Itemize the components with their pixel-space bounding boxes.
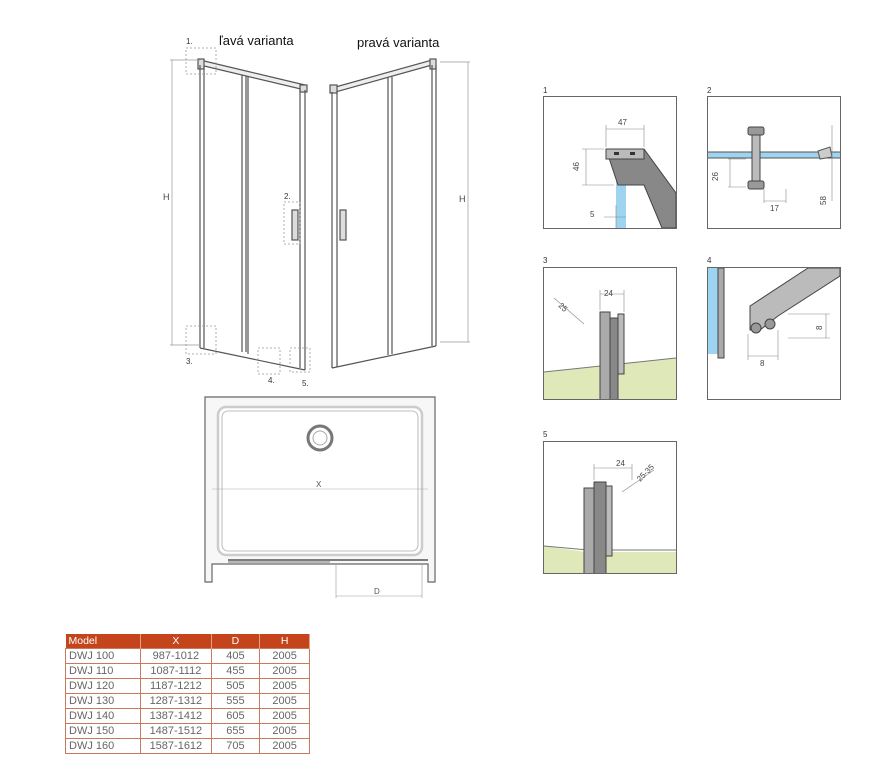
table-cell: DWJ 150 — [64, 723, 142, 739]
table-row: DWJ 140 1387-1412 605 2005 — [64, 708, 310, 724]
depth-label: D — [374, 587, 380, 596]
detail-3-panel: 24 25 — [543, 267, 677, 400]
callout-2: 2. — [284, 192, 291, 201]
table-cell: 405 — [210, 648, 261, 664]
table-cell: 2005 — [259, 738, 310, 754]
table-cell: 2005 — [259, 678, 310, 694]
callout-5: 5. — [302, 379, 309, 388]
height-label-left: H — [163, 192, 170, 202]
table-cell: 2005 — [259, 693, 310, 709]
table-cell: 1487-1512 — [140, 723, 212, 739]
table-row: DWJ 150 1487-1512 655 2005 — [64, 723, 310, 739]
table-cell: DWJ 110 — [64, 663, 142, 679]
table-cell: 1387-1412 — [140, 708, 212, 724]
table-cell: 655 — [210, 723, 261, 739]
dimension-table: Model X D H DWJ 100 987-1012 405 2005 DW… — [64, 634, 310, 754]
table-cell: DWJ 120 — [64, 678, 142, 694]
table-cell: 705 — [210, 738, 261, 754]
detail-5-dim-a: 24 — [616, 459, 625, 468]
table-cell: 505 — [210, 678, 261, 694]
width-label: X — [316, 480, 322, 489]
col-x: X — [140, 634, 212, 649]
table-cell: DWJ 100 — [64, 648, 142, 664]
detail-2-number: 2 — [707, 86, 712, 95]
detail-5-dim-b: 25-35 — [635, 462, 656, 483]
detail-1-dim-c: 5 — [590, 210, 595, 219]
table-cell: 2005 — [259, 723, 310, 739]
table-cell: 2005 — [259, 663, 310, 679]
detail-4-dim-a: 8 — [760, 359, 765, 368]
detail-4-dim-b: 8 — [815, 325, 824, 330]
callout-3: 3. — [186, 357, 193, 366]
detail-4-panel: 8 8 — [707, 267, 841, 400]
detail-5-panel: 24 25-35 — [543, 441, 677, 574]
detail-2-panel: 26 17 58 — [707, 96, 841, 229]
detail-3-number: 3 — [543, 256, 548, 265]
detail-5-number: 5 — [543, 430, 548, 439]
table-cell: 2005 — [259, 648, 310, 664]
detail-1-dim-a: 47 — [618, 118, 627, 127]
table-cell: 1187-1212 — [140, 678, 212, 694]
table-row: DWJ 120 1187-1212 505 2005 — [64, 678, 310, 694]
height-label-right: H — [459, 194, 466, 204]
detail-2-dim-a: 26 — [711, 172, 720, 181]
table-cell: 1087-1112 — [140, 663, 212, 679]
detail-3-dim-a: 24 — [604, 289, 613, 298]
col-model: Model — [65, 634, 142, 649]
left-variant-label: ľavá varianta — [219, 33, 294, 48]
detail-3-dim-b: 25 — [557, 301, 570, 314]
table-row: DWJ 130 1287-1312 555 2005 — [64, 693, 310, 709]
detail-4-number: 4 — [707, 256, 712, 265]
table-row: DWJ 160 1587-1612 705 2005 — [64, 738, 310, 754]
col-d: D — [211, 634, 261, 649]
shower-elevation-drawing — [170, 47, 470, 375]
col-h: H — [259, 634, 310, 649]
table-cell: 455 — [210, 663, 261, 679]
callout-1: 1. — [186, 37, 193, 46]
table-cell: 605 — [210, 708, 261, 724]
table-cell: 1587-1612 — [140, 738, 212, 754]
table-cell: 2005 — [259, 708, 310, 724]
table-cell: 555 — [210, 693, 261, 709]
callout-4: 4. — [268, 376, 275, 385]
table-header-row: Model X D H — [65, 634, 310, 649]
table-row: DWJ 110 1087-1112 455 2005 — [64, 663, 310, 679]
table-row: DWJ 100 987-1012 405 2005 — [64, 648, 310, 664]
shower-plan-view — [204, 396, 436, 598]
table-cell: 987-1012 — [140, 648, 212, 664]
detail-1-panel: 47 46 5 — [543, 96, 677, 229]
detail-1-number: 1 — [543, 86, 548, 95]
right-variant-label: pravá varianta — [357, 35, 440, 50]
table-cell: DWJ 160 — [64, 738, 142, 754]
detail-1-dim-b: 46 — [572, 162, 581, 171]
table-cell: 1287-1312 — [140, 693, 212, 709]
table-cell: DWJ 130 — [64, 693, 142, 709]
detail-2-dim-b: 17 — [770, 204, 779, 213]
detail-2-dim-c: 58 — [819, 196, 828, 205]
table-cell: DWJ 140 — [64, 708, 142, 724]
